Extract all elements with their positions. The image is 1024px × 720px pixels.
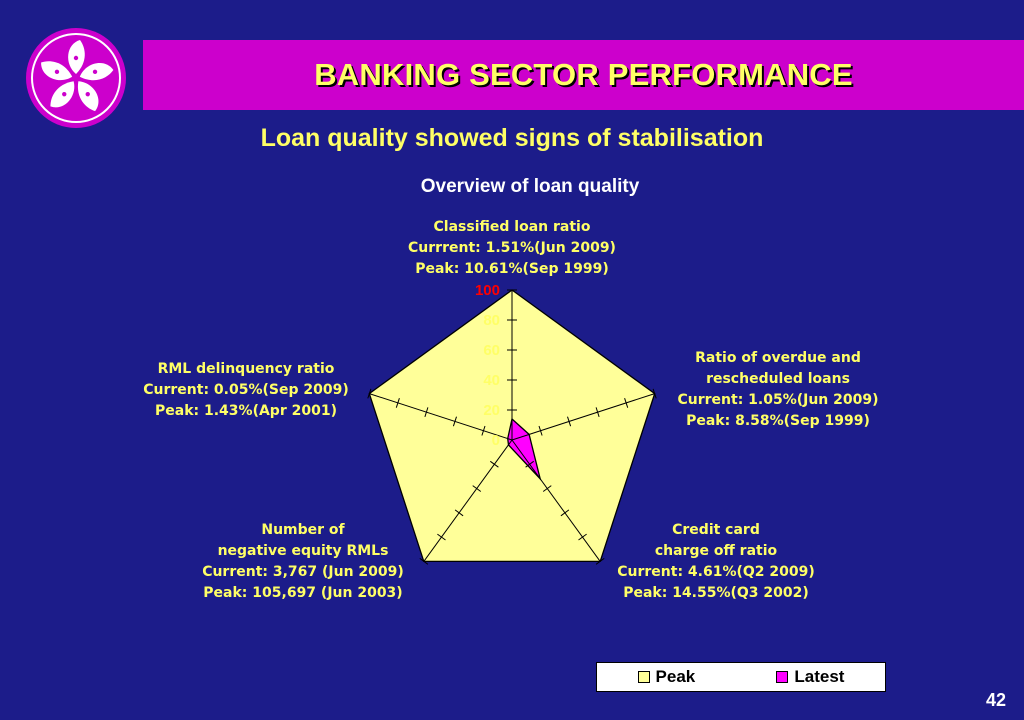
axis-tick	[542, 485, 552, 492]
axis-tick	[624, 398, 629, 408]
axis-label-negative-equity: Number of negative equity RMLs Current: …	[173, 520, 433, 604]
axis-label-line: Classified loan ratio	[433, 219, 591, 235]
axis-label-classified-loan-ratio: Classified loan ratio Currrent: 1.51%(Ju…	[362, 217, 662, 280]
title-bar: BANKING SECTOR PERFORMANCE	[143, 40, 1024, 110]
page-subtitle: Loan quality showed signs of stabilisati…	[260, 124, 764, 152]
axis-tick	[578, 533, 587, 541]
axis-label-line: negative equity RMLs	[217, 543, 389, 559]
axis-label-overdue-rescheduled: Ratio of overdue and rescheduled loans C…	[648, 348, 908, 432]
axis-tick	[424, 407, 429, 418]
tick-label: 80	[483, 312, 500, 329]
axis-label-line: Current: 0.05%(Sep 2009)	[143, 382, 349, 398]
axis-label-line: Current: 3,767 (Jun 2009)	[202, 564, 404, 580]
page-title: BANKING SECTOR PERFORMANCE	[314, 57, 853, 92]
axis-tick	[395, 398, 400, 408]
axis-label-line: Current: 4.61%(Q2 2009)	[617, 564, 815, 580]
axis-tick	[652, 388, 657, 399]
axis-tick	[560, 509, 570, 517]
axis-label-line: Peak: 10.61%(Sep 1999)	[415, 261, 609, 277]
axis-tick	[538, 425, 543, 436]
axis-tick	[595, 557, 605, 565]
axis-label-line: Ratio of overdue and	[695, 350, 861, 366]
axis-tick	[490, 460, 499, 468]
axis-tick	[481, 425, 486, 436]
axis-label-credit-card-charge-off: Credit card charge off ratio Current: 4.…	[586, 520, 846, 604]
axis-tick	[472, 485, 482, 492]
axis-spoke	[511, 439, 601, 562]
axis-tick	[525, 460, 534, 468]
axis-tick	[567, 416, 572, 427]
tick-label: 100	[475, 282, 500, 299]
legend-swatch-peak	[637, 671, 650, 683]
axis-label-line: charge off ratio	[654, 543, 778, 559]
axis-tick	[437, 533, 446, 541]
axis-label-line: Peak: 1.43%(Apr 2001)	[155, 403, 337, 419]
axis-tick	[454, 509, 464, 517]
axis-label-line: Credit card	[672, 522, 760, 538]
series-latest-polygon	[507, 417, 542, 482]
legend-label-latest: Latest	[794, 667, 845, 686]
axis-label-line: RML delinquency ratio	[157, 361, 335, 377]
axis-tick	[367, 388, 372, 399]
axis-label-line: Peak: 8.58%(Sep 1999)	[686, 413, 870, 429]
legend-item-latest: Latest	[776, 667, 844, 687]
axis-spoke	[369, 393, 513, 441]
axis-label-line: Current: 1.05%(Jun 2009)	[677, 392, 879, 408]
axis-spoke	[423, 439, 513, 562]
bauhinia-flower-icon	[26, 28, 126, 128]
page-number: 42	[985, 690, 1006, 710]
chart-title: Overview of loan quality	[420, 176, 640, 197]
tick-label: 0	[492, 432, 500, 449]
legend-swatch-latest	[776, 671, 789, 683]
axis-label-line: Peak: 14.55%(Q3 2002)	[623, 585, 809, 601]
axis-label-line: rescheduled loans	[706, 371, 850, 387]
axis-label-line: Peak: 105,697 (Jun 2003)	[203, 585, 403, 601]
tick-label: 20	[483, 402, 500, 419]
axis-tick	[452, 416, 457, 427]
axis-label-line: Currrent: 1.51%(Jun 2009)	[408, 240, 616, 256]
axis-spoke	[511, 393, 655, 441]
tick-label: 60	[483, 342, 500, 359]
legend-label-peak: Peak	[655, 667, 696, 686]
axis-label-line: Number of	[261, 522, 345, 538]
chart-legend: Peak Latest	[596, 662, 886, 692]
tick-label: 40	[483, 372, 500, 389]
legend-item-peak: Peak	[637, 667, 696, 687]
axis-tick	[419, 557, 429, 565]
axis-label-rml-delinquency: RML delinquency ratio Current: 0.05%(Sep…	[116, 359, 376, 422]
axis-tick	[595, 407, 600, 418]
